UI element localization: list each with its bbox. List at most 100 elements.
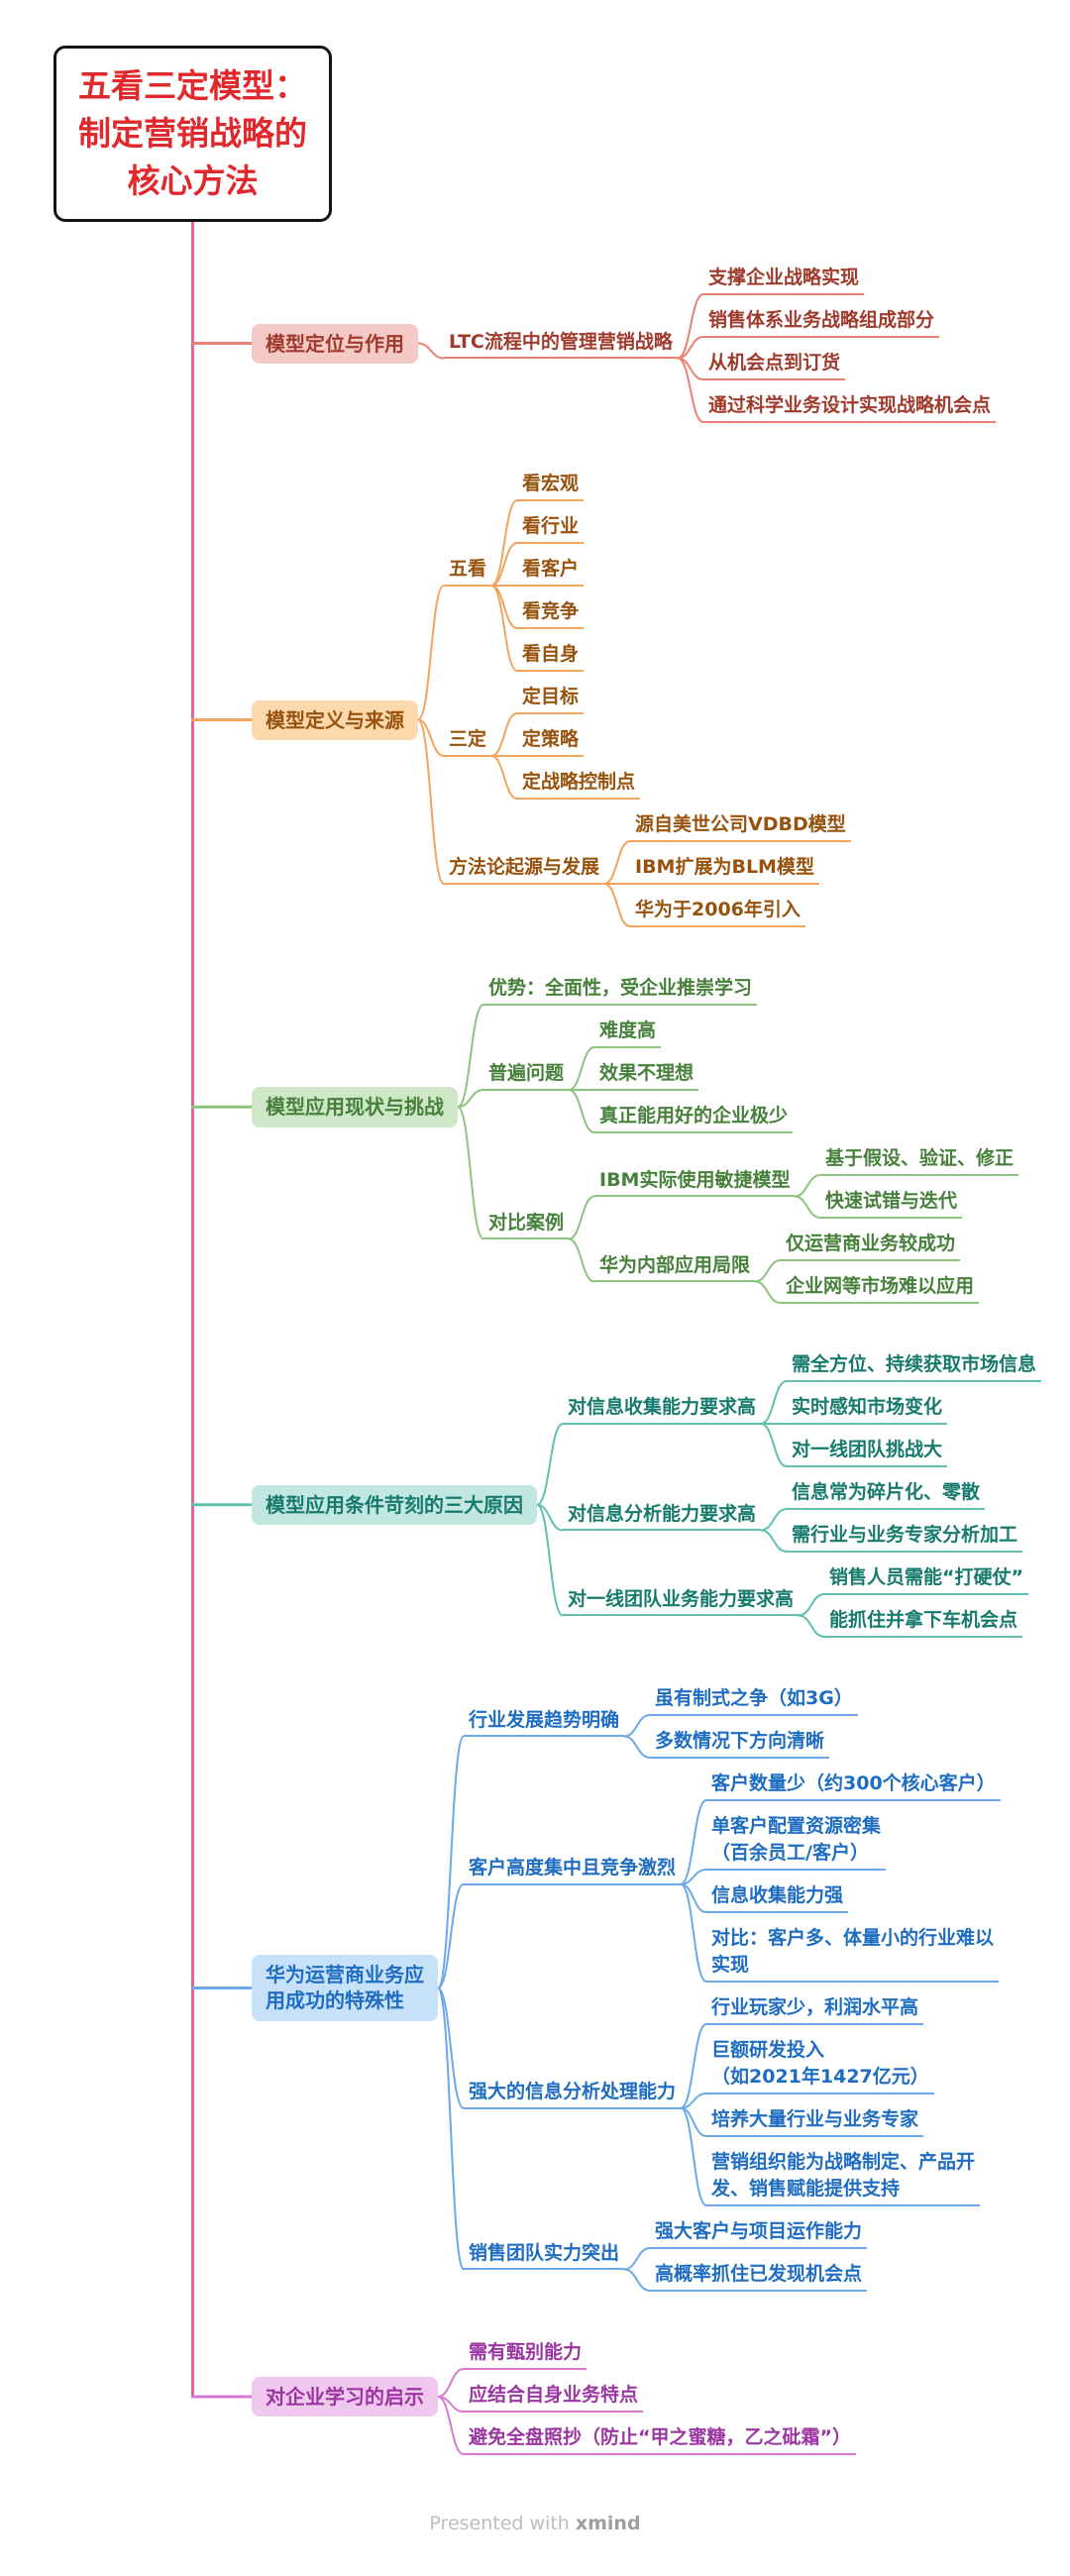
- topic-label[interactable]: 华为内部应用局限: [594, 1251, 756, 1283]
- topic-label[interactable]: 对一线团队业务能力要求高: [563, 1585, 800, 1617]
- topic-label[interactable]: 强大的信息分析处理能力: [464, 2078, 682, 2109]
- topic-label[interactable]: LTC流程中的管理营销战略: [444, 328, 678, 360]
- topic-label[interactable]: 看行业: [517, 512, 585, 544]
- connector-line: [457, 1089, 484, 1109]
- connector-line: [623, 2268, 651, 2292]
- connector-line: [568, 1237, 595, 1283]
- connector-line: [490, 499, 518, 587]
- connector-line: [536, 1503, 564, 1617]
- topic-label[interactable]: 快速试错与迭代: [820, 1187, 963, 1219]
- connector-line: [798, 1593, 825, 1617]
- watermark: Presented with xmind: [0, 2513, 1070, 2534]
- topic-label[interactable]: 优势：全面性，受企业推崇学习: [483, 974, 758, 1006]
- topic-label[interactable]: 对信息分析能力要求高: [563, 1500, 762, 1532]
- connector-line: [437, 1986, 465, 2109]
- topic-label[interactable]: 通过科学业务设计实现战略机会点: [703, 391, 997, 423]
- branch-topic-positioning-role[interactable]: 模型定位与作用: [252, 323, 418, 364]
- topic-label[interactable]: 方法论起源与发展: [444, 853, 605, 885]
- topic-label[interactable]: 单客户配置资源密集 （百余员工/客户）: [706, 1812, 887, 1871]
- topic-label[interactable]: 实时感知市场变化: [787, 1393, 948, 1425]
- connector-line: [437, 1735, 465, 1989]
- branch-topic-learning-implications[interactable]: 对企业学习的启示: [252, 2377, 438, 2417]
- topic-label[interactable]: 营销组织能为战略制定、产品开 发、销售赋能提供支持: [706, 2148, 981, 2206]
- connector-line: [568, 1089, 595, 1133]
- topic-label[interactable]: 看自身: [517, 640, 585, 672]
- connector-line: [417, 342, 445, 360]
- connector-line: [754, 1280, 782, 1304]
- topic-label[interactable]: 信息收集能力强: [706, 1881, 849, 1913]
- connector-line: [437, 2396, 465, 2455]
- connector-line: [794, 1195, 821, 1219]
- topic-label[interactable]: 需全方位、持续获取市场信息: [787, 1350, 1042, 1382]
- topic-label[interactable]: 定策略: [517, 725, 585, 757]
- connector-line: [490, 585, 518, 672]
- connector-line: [623, 2247, 651, 2271]
- topic-label[interactable]: 避免全盘照抄（防止“甲之蜜糖，乙之砒霜”）: [464, 2423, 856, 2455]
- topic-label[interactable]: 基于假设、验证、修正: [820, 1144, 1019, 1176]
- topic-label[interactable]: 应结合自身业务特点: [464, 2381, 644, 2413]
- xmind-brand: xmind: [575, 2513, 641, 2534]
- topic-label[interactable]: 效果不理想: [594, 1059, 699, 1091]
- topic-label[interactable]: 销售团队实力突出: [464, 2239, 625, 2271]
- topic-label[interactable]: 源自美世公司VDBD模型: [630, 810, 851, 842]
- connector-line: [437, 2368, 465, 2398]
- connector-line: [457, 1004, 484, 1109]
- topic-label[interactable]: 对一线团队挑战大: [787, 1436, 948, 1467]
- topic-label[interactable]: 行业玩家少，利润水平高: [706, 1993, 924, 2025]
- topic-label[interactable]: 信息常为碎片化、零散: [787, 1478, 986, 1510]
- branch-topic-huawei-carrier-success[interactable]: 华为运营商业务应 用成功的特殊性: [252, 1955, 438, 2021]
- topic-label[interactable]: 普遍问题: [483, 1059, 570, 1091]
- connector-line: [677, 357, 704, 423]
- topic-label[interactable]: 从机会点到订货: [703, 349, 846, 380]
- topic-label[interactable]: 看宏观: [517, 470, 585, 501]
- connector-line: [760, 1529, 788, 1553]
- connector-line: [603, 840, 631, 885]
- topic-label[interactable]: 能抓住并拿下车机会点: [824, 1606, 1023, 1638]
- topic-label[interactable]: 仅运营商业务较成功: [781, 1230, 961, 1261]
- branch-topic-status-challenges[interactable]: 模型应用现状与挑战: [252, 1087, 458, 1127]
- branch-topic-harsh-conditions[interactable]: 模型应用条件苛刻的三大原因: [252, 1484, 537, 1526]
- topic-label[interactable]: 对比案例: [483, 1209, 570, 1240]
- topic-label[interactable]: 行业发展趋势明确: [464, 1706, 625, 1738]
- connector-line: [490, 542, 518, 587]
- topic-label[interactable]: 看竞争: [517, 597, 585, 629]
- topic-label[interactable]: 三定: [444, 725, 492, 757]
- connector-line: [568, 1046, 595, 1091]
- connector-line: [603, 883, 631, 927]
- connector-line: [760, 1423, 788, 1467]
- connector-line: [417, 718, 445, 885]
- topic-label[interactable]: 看客户: [517, 555, 585, 587]
- topic-label[interactable]: 华为于2006年引入: [630, 896, 805, 927]
- topic-label[interactable]: 五看: [444, 555, 492, 587]
- branch-topic-definition-origin[interactable]: 模型定义与来源: [252, 699, 418, 740]
- topic-label[interactable]: 多数情况下方向清晰: [650, 1727, 830, 1759]
- topic-label[interactable]: 对信息收集能力要求高: [563, 1393, 762, 1425]
- topic-label[interactable]: 客户数量少（约300个核心客户）: [706, 1770, 1001, 1801]
- topic-label[interactable]: 虽有制式之争（如3G）: [650, 1684, 858, 1716]
- topic-label[interactable]: 定目标: [517, 683, 585, 714]
- topic-label[interactable]: IBM扩展为BLM模型: [630, 853, 819, 885]
- topic-label[interactable]: 强大客户与项目运作能力: [650, 2217, 868, 2249]
- connector-line: [794, 1174, 821, 1198]
- topic-label[interactable]: 巨额研发投入 （如2021年1427亿元）: [706, 2036, 934, 2094]
- root-topic[interactable]: 五看三定模型： 制定营销战略的 核心方法: [54, 46, 332, 222]
- topic-label[interactable]: 销售人员需能“打硬仗”: [824, 1563, 1028, 1595]
- topic-label[interactable]: 企业网等市场难以应用: [781, 1272, 980, 1304]
- topic-label[interactable]: 需行业与业务专家分析加工: [787, 1521, 1023, 1553]
- topic-label[interactable]: 对比：客户多、体量小的行业难以 实现: [706, 1924, 1000, 1983]
- topic-label[interactable]: 真正能用好的企业极少: [594, 1102, 794, 1133]
- topic-label[interactable]: 定战略控制点: [517, 768, 641, 800]
- topic-label[interactable]: 支撑企业战略实现: [703, 264, 865, 295]
- connector-line: [417, 718, 445, 757]
- connector-line: [623, 1714, 651, 1738]
- topic-label[interactable]: 难度高: [594, 1017, 662, 1048]
- topic-label[interactable]: 培养大量行业与业务专家: [706, 2105, 924, 2137]
- topic-label[interactable]: IBM实际使用敏捷模型: [594, 1166, 796, 1198]
- topic-label[interactable]: 销售体系业务战略组成部分: [703, 306, 940, 338]
- topic-label[interactable]: 需有甄别能力: [464, 2338, 588, 2370]
- connector-line: [623, 1735, 651, 1759]
- connector-line: [680, 1799, 707, 1885]
- topic-label[interactable]: 客户高度集中且竞争激烈: [464, 1854, 682, 1885]
- topic-label[interactable]: 高概率抓住已发现机会点: [650, 2260, 868, 2292]
